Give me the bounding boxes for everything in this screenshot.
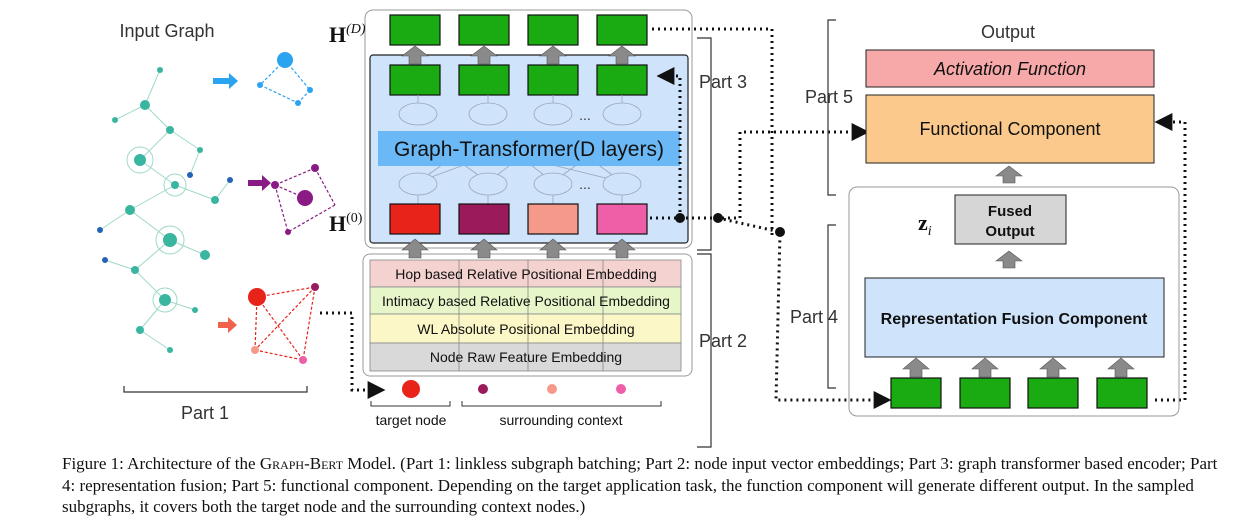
activation-function-box: [865, 49, 1155, 88]
context-dot-2: [547, 384, 557, 394]
transformer-out-2: [458, 64, 510, 96]
wl-embedding-box: [369, 313, 682, 344]
fused-output-box: [954, 194, 1067, 245]
sample-arrow-purple: [248, 175, 271, 191]
fused-output-line2: Output: [985, 223, 1034, 240]
context-dot-3: [616, 384, 626, 394]
output-node-4: [596, 14, 648, 46]
part5-bracket: [827, 19, 836, 196]
fusion-input-1: [890, 377, 942, 409]
z-i-label: zi: [918, 210, 932, 239]
embedding-up-arrows: [401, 238, 636, 259]
context-embedding-2: [527, 203, 579, 235]
part2-label: Part 2: [699, 331, 747, 351]
intimacy-embedding-label: Intimacy based Relative Positional Embed…: [382, 293, 670, 309]
fusion-input-2: [959, 377, 1011, 409]
part4-bracket: [827, 224, 836, 389]
part1-label: Part 1: [181, 403, 229, 423]
input-embeddings-row: [389, 203, 648, 235]
fusion-inputs-row: [890, 377, 1148, 409]
subgraph-red: [248, 283, 319, 364]
intimacy-embedding-box: [369, 286, 682, 315]
fusion-to-functional-arrow: [995, 165, 1023, 184]
sample-arrow-blue: [213, 73, 238, 89]
dotted-connectors: [650, 27, 1187, 409]
node-legend: target node surrounding context: [370, 380, 662, 428]
transformer-band: [378, 131, 680, 166]
part4-label: Part 4: [790, 307, 838, 327]
output-title: Output: [981, 22, 1035, 42]
connector-junctions: [675, 213, 785, 237]
transformer-label: Graph-Transformer(D layers): [394, 138, 664, 161]
output-node-1: [389, 14, 441, 46]
subgraph-blue: [257, 52, 313, 106]
caption-prefix: Figure 1: Architecture of the: [62, 454, 260, 473]
representation-fusion-box: [864, 277, 1165, 358]
output-node-3: [527, 14, 579, 46]
sample-arrow-red: [218, 317, 237, 333]
target-node-embedding: [389, 203, 441, 235]
part3-bracket: [697, 37, 712, 251]
target-node-dot: [402, 380, 420, 398]
part2-bracket: [697, 253, 712, 448]
fusion-input-4: [1096, 377, 1148, 409]
context-label: surrounding context: [500, 412, 623, 428]
h-top-label: H(D): [329, 22, 366, 47]
activation-function-label: Activation Function: [933, 59, 1086, 79]
fusion-input-3: [1027, 377, 1079, 409]
subgraph-purple: [271, 164, 336, 235]
fusion-frame: [848, 186, 1180, 417]
h-bottom-label: H(0): [329, 211, 363, 236]
raw-embedding-label: Node Raw Feature Embedding: [430, 349, 622, 365]
hop-embedding-label: Hop based Relative Positional Embedding: [395, 266, 657, 282]
figure-caption: Figure 1: Architecture of the Graph-Bert…: [62, 453, 1222, 518]
transformer-out-4: [596, 64, 648, 96]
part3-label: Part 3: [699, 72, 747, 92]
context-embedding-1: [458, 203, 510, 235]
ellipsis-bottom: ...: [579, 176, 591, 192]
representation-fusion-label: Representation Fusion Component: [881, 311, 1148, 328]
functional-component-label: Functional Component: [919, 119, 1100, 139]
part5-label: Part 5: [805, 87, 853, 107]
hop-embedding-box: [369, 259, 682, 288]
ellipsis-top: ...: [579, 107, 591, 123]
embedding-layers: [369, 259, 682, 372]
raw-embedding-box: [369, 342, 682, 372]
caption-model-name: Graph-Bert: [259, 454, 344, 473]
input-graph-nodes: [97, 67, 233, 353]
target-node-label: target node: [376, 412, 447, 428]
context-dot-1: [478, 384, 488, 394]
fusion-input-arrows: [902, 357, 1135, 378]
caption-body: Model. (Part 1: linkless subgraph batchi…: [62, 454, 1218, 516]
output-embeddings-row: [389, 14, 648, 46]
input-graph-title: Input Graph: [119, 21, 214, 41]
wl-embedding-label: WL Absolute Positional Embedding: [417, 321, 634, 337]
transformer-out-1: [389, 64, 441, 96]
part1-bracket: [123, 386, 308, 393]
transformer-out-3: [527, 64, 579, 96]
encoder-up-arrows: [401, 45, 636, 65]
encoder-frame: [364, 9, 693, 249]
output-node-2: [458, 14, 510, 46]
functional-component-box: [865, 94, 1155, 164]
embedding-frame: [362, 253, 693, 377]
input-graph-cluster: [99, 69, 231, 351]
fused-output-line1: Fused: [988, 203, 1032, 220]
context-embedding-3: [596, 203, 648, 235]
fusion-to-fused-arrow: [995, 250, 1023, 269]
architecture-figure: Input Graph: [97, 9, 1187, 448]
transformer-top-row: [389, 64, 648, 96]
